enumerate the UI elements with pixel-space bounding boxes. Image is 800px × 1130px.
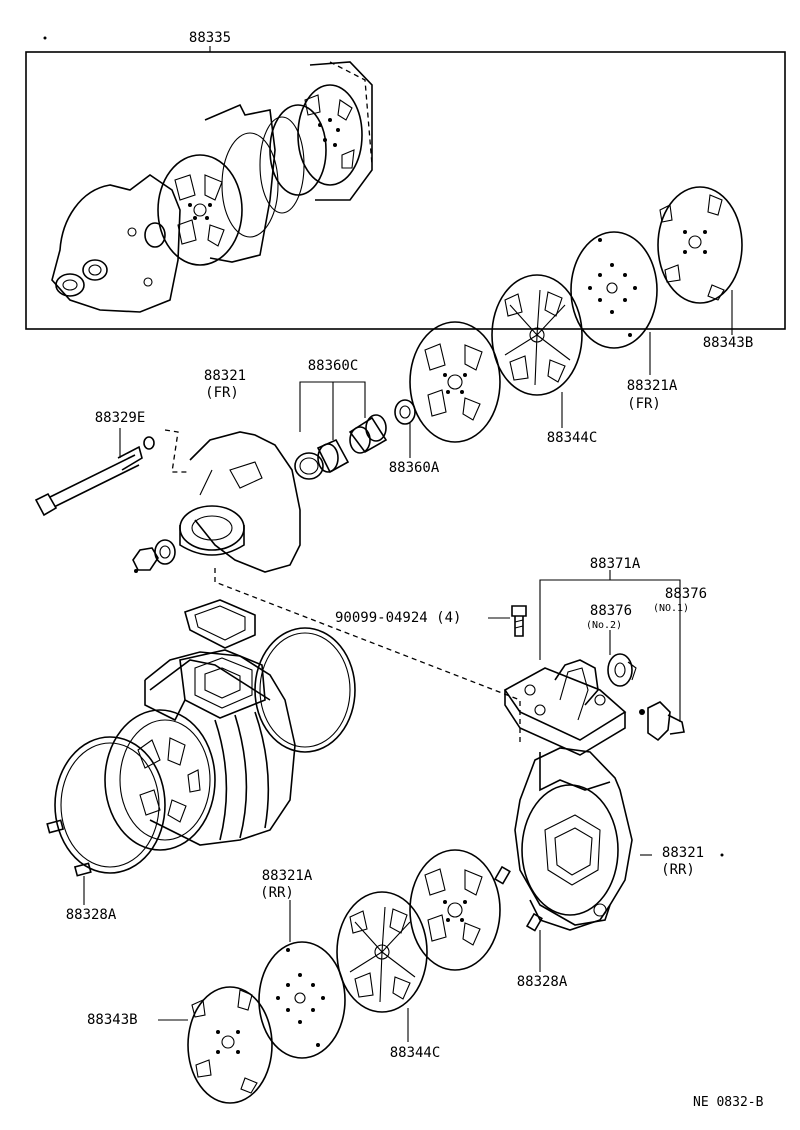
label-front-pump-sub: (FR) bbox=[205, 385, 239, 401]
label-gasket-front: 88321A bbox=[626, 378, 678, 394]
label-rear-pump: 88321 bbox=[661, 845, 705, 861]
label-gasket-rear: 88321A bbox=[261, 868, 313, 884]
label-bolt: 88329E bbox=[94, 410, 146, 426]
main-compressor-housing bbox=[46, 599, 356, 905]
label-valve-plate-top: 88344C bbox=[546, 430, 598, 446]
label-kit-88335: 88335 bbox=[188, 30, 232, 46]
label-valve-no2-sub: (No.2) bbox=[585, 620, 623, 631]
label-rear-pump-sub: (RR) bbox=[661, 862, 695, 878]
label-front-pump: 88321 bbox=[203, 368, 247, 384]
label-valve-no1-sub: (NO.1) bbox=[652, 603, 690, 614]
label-valve-plate-bottom: 88344C bbox=[389, 1045, 441, 1061]
label-gasket-rear-sub: (RR) bbox=[260, 885, 294, 901]
label-pin-right: 88328A bbox=[516, 974, 568, 990]
alignment-dashed-line bbox=[214, 568, 521, 745]
drawing-code: NE 0832-B bbox=[693, 1095, 764, 1110]
front-pump-housing bbox=[132, 429, 301, 573]
label-seal-kit: 88360C bbox=[307, 358, 359, 374]
label-plate-top: 88343B bbox=[702, 335, 754, 351]
valve-assembly bbox=[503, 570, 685, 756]
label-gasket-front-sub: (FR) bbox=[627, 396, 661, 412]
label-plate-bottom: 88343B bbox=[87, 1012, 138, 1028]
kit-88335-box bbox=[25, 46, 786, 330]
lower-valve-plates bbox=[158, 849, 501, 1104]
rear-pump-housing bbox=[493, 747, 652, 972]
seal-kit-parts bbox=[294, 381, 416, 480]
screw bbox=[488, 605, 527, 637]
long-bolt bbox=[34, 428, 155, 517]
upper-valve-plates bbox=[409, 186, 743, 443]
label-pin-left: 88328A bbox=[65, 907, 117, 923]
label-screw: 90099-04924 (4) bbox=[335, 610, 462, 626]
label-valve-assembly: 88371A bbox=[589, 556, 641, 572]
label-seal-ring: 88360A bbox=[388, 460, 440, 476]
label-valve-no2: 88376 bbox=[589, 603, 633, 619]
label-valve-no1: 88376 bbox=[664, 586, 708, 602]
